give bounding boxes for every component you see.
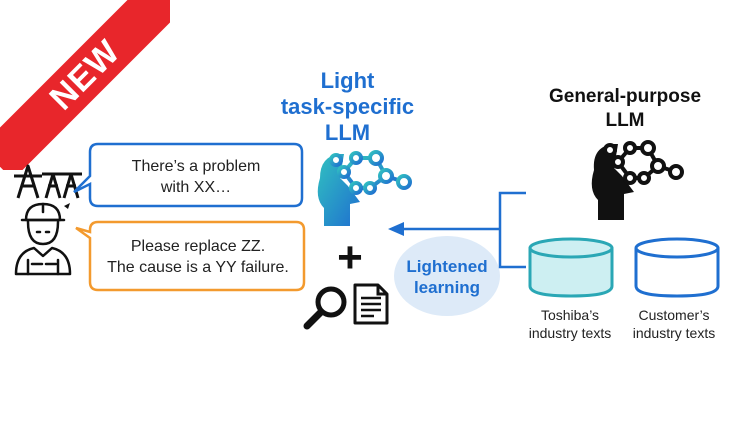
problem-bubble-shape (73, 142, 304, 208)
reply-line1: Please replace ZZ. (130, 238, 266, 255)
neural-head-icon-general (591, 140, 684, 220)
light-llm-title-line2: task-specific (280, 94, 415, 119)
light-llm-title-line1: Light (320, 68, 375, 93)
dataset-customer-line1: Customer’s (638, 307, 710, 323)
database-icon-toshiba (528, 237, 614, 298)
dataset-toshiba-line1: Toshiba’s (540, 307, 600, 323)
light-llm-title-line3: LLM (324, 120, 371, 145)
general-llm-title: General-purpose LLM (530, 85, 720, 133)
general-llm-title-line1: General-purpose (548, 86, 702, 107)
problem-line2: with XX… (160, 179, 232, 196)
neural-head-icon (317, 150, 412, 226)
reply-bubble-shape (75, 220, 306, 292)
lightened-line2: learning (413, 278, 481, 297)
lightened-line1: Lightened (406, 257, 488, 276)
dataset-customer-line2: industry texts (632, 325, 716, 341)
database-icon-customer (634, 237, 720, 298)
dataset-label-toshiba: Toshiba’s industry texts (512, 306, 628, 342)
dataset-label-customer: Customer’s industry texts (620, 306, 728, 342)
training-arrow (388, 191, 526, 269)
plus-sign: + (337, 233, 363, 282)
lightened-learning-label: Lightened learning (392, 256, 502, 298)
dataset-toshiba-line2: industry texts (528, 325, 612, 341)
general-llm-title-line2: LLM (605, 110, 645, 131)
magnifier-icon (303, 286, 347, 330)
lightened-learning-ellipse (394, 236, 500, 316)
problem-bubble: There’s a problem with XX… (92, 156, 300, 198)
reply-bubble: Please replace ZZ. The cause is a YY fai… (92, 236, 304, 278)
problem-line1: There’s a problem (131, 158, 261, 175)
worker-icon (14, 202, 72, 276)
light-llm-title: Light task-specific LLM (255, 68, 440, 146)
reply-line2: The cause is a YY failure. (107, 259, 289, 276)
document-icon (353, 283, 389, 325)
